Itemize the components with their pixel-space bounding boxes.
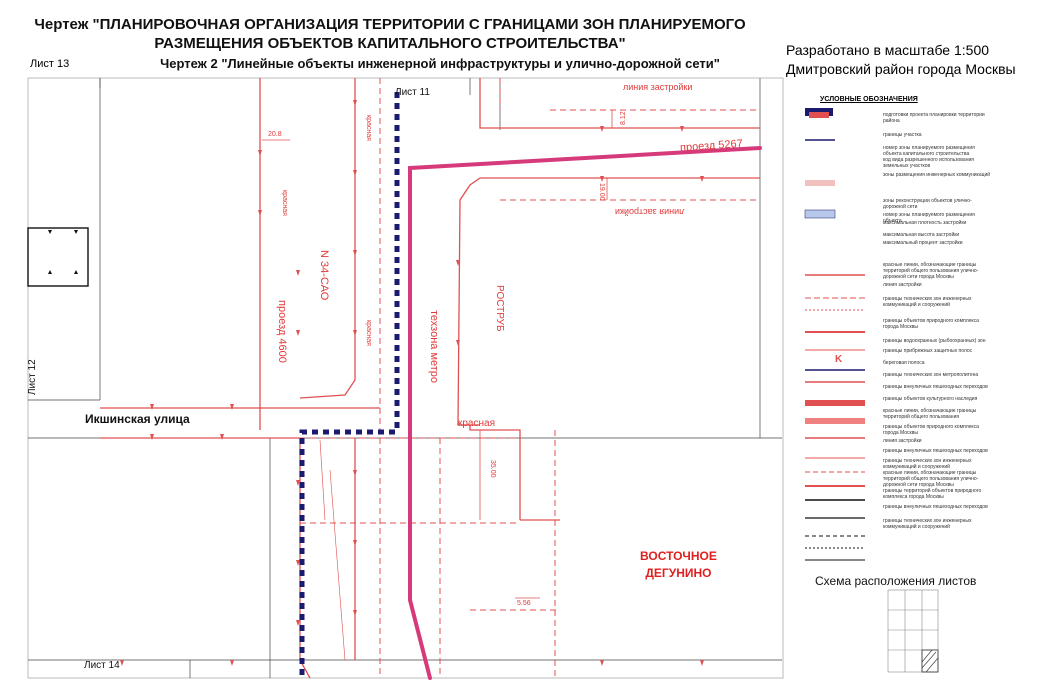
sheet-scheme-title: Схема расположения листов bbox=[815, 574, 977, 588]
label-red-line-big: красная bbox=[458, 418, 495, 429]
drawing-title-line2: РАЗМЕЩЕНИЯ ОБЪЕКТОВ КАПИТАЛЬНОГО СТРОИТЕ… bbox=[154, 35, 626, 52]
sheet-ref-bottom: Лист 14 bbox=[84, 660, 120, 671]
legend-item: зоны реконструкции объектов улично-дорож… bbox=[883, 198, 972, 210]
legend-item: максимальный процент застройки bbox=[883, 240, 963, 246]
road-axis-line bbox=[408, 146, 762, 680]
legend-item: границы территорий объектов природного к… bbox=[883, 488, 982, 500]
legend-title: УСЛОВНЫЕ ОБОЗНАЧЕНИЯ bbox=[820, 96, 918, 103]
red-line-ticks bbox=[120, 100, 704, 666]
district-note: Дмитровский район города Москвы bbox=[786, 61, 1016, 77]
legend-item: границы технических зон метрополитена bbox=[883, 372, 979, 378]
map-frame bbox=[27, 77, 784, 679]
legend-item: границы технических зон инженерных комму… bbox=[883, 296, 972, 308]
legend-item: максимальная высота застройки bbox=[883, 232, 960, 238]
legend-item: номер зоны планируемого размещения объек… bbox=[883, 212, 975, 224]
parcel-lines bbox=[28, 78, 782, 678]
legend-item: красные линии, обозначающие границы терр… bbox=[883, 262, 979, 280]
sheet-boundary-dotted bbox=[299, 92, 400, 678]
sheet-number: Лист 13 bbox=[30, 58, 70, 70]
dim-20-8: 20.8 bbox=[268, 131, 282, 138]
label-n34-sao: N 34-САО bbox=[318, 250, 330, 301]
legend-item: границы технических зон инженерных комму… bbox=[883, 518, 972, 530]
legend-item: границы внеуличных пешеходных переходов bbox=[883, 384, 988, 390]
legend-item: границы технических зон инженерных комму… bbox=[883, 458, 972, 470]
sheet-ref-top: Лист 11 bbox=[395, 87, 430, 98]
building-block bbox=[27, 227, 89, 287]
dim-8-12: 8.12 bbox=[620, 111, 627, 125]
legend-item: линия застройки bbox=[883, 282, 922, 288]
label-building-line-mid: линия застройки bbox=[615, 207, 685, 217]
legend-item: линия застройки bbox=[883, 438, 922, 444]
legend-item: границы объектов природного комплекса го… bbox=[883, 318, 979, 330]
label-red-line-2: красная bbox=[365, 115, 372, 141]
dim-35-00: 35.00 bbox=[489, 460, 496, 478]
legend-item: границы участка bbox=[883, 132, 922, 138]
legend-item: границы внеуличных пешеходных переходов bbox=[883, 448, 988, 454]
drawing-subtitle: Чертеж 2 "Линейные объекты инженерной ин… bbox=[160, 56, 720, 71]
legend-item: границы водоохранных (рыбоохранных) зон bbox=[883, 338, 986, 344]
dim-19-00: 19.00 bbox=[598, 183, 605, 201]
legend-item: границы прибрежных защитных полос bbox=[883, 348, 973, 354]
red-dashed-lines bbox=[300, 78, 760, 678]
legend-item: границы внеуличных пешеходных переходов bbox=[883, 504, 988, 510]
legend-symbols: K bbox=[804, 108, 865, 561]
street-name-ikshinskaya: Икшинская улица bbox=[85, 412, 190, 426]
technical-zone-lines bbox=[319, 439, 346, 661]
drawing-title-line1: Чертеж "ПЛАНИРОВОЧНАЯ ОРГАНИЗАЦИЯ ТЕРРИТ… bbox=[34, 16, 746, 33]
legend-item: границы объектов природного комплекса го… bbox=[883, 424, 979, 436]
legend-item: зоны размещения инженерных коммуникаций bbox=[883, 172, 991, 178]
label-tekhzona-metro: техзона метро bbox=[428, 310, 440, 384]
district-line2: ДЕГУНИНО bbox=[645, 566, 712, 580]
label-red-line-3: красная bbox=[365, 320, 372, 346]
dim-5-56: 5.56 bbox=[517, 600, 531, 607]
label-proezd-4600: проезд 4600 bbox=[276, 300, 288, 363]
legend-item: номер зоны планируемого размещения объек… bbox=[883, 145, 975, 157]
label-red-line-1: красная bbox=[281, 190, 288, 216]
legend-item: береговая полоса bbox=[883, 360, 925, 366]
legend-item: подготовки проекта планировки территории… bbox=[883, 112, 985, 124]
building-markers bbox=[48, 230, 78, 274]
legend-item: максимальная плотность застройки bbox=[883, 220, 967, 226]
district-line1: ВОСТОЧНОЕ bbox=[640, 549, 717, 563]
svg-text:K: K bbox=[835, 354, 843, 365]
red-lines bbox=[100, 78, 760, 679]
sheet-ref-left: Лист 12 bbox=[27, 359, 38, 395]
district-label: ВОСТОЧНОЕ ДЕГУНИНО bbox=[640, 548, 717, 582]
legend-item: код вида разрешенного использования земе… bbox=[883, 157, 974, 169]
legend-item: красные линии, обозначающие границы терр… bbox=[883, 408, 977, 420]
scale-note: Разработано в масштабе 1:500 bbox=[786, 42, 990, 58]
sheet-scheme-diagram bbox=[887, 589, 939, 673]
legend-item: границы объектов культурного наследия bbox=[883, 396, 978, 402]
label-building-line-top: линия застройки bbox=[623, 82, 693, 92]
label-rostrub: РОСТРУБ bbox=[494, 285, 505, 332]
legend-item: красные линии, обозначающие границы терр… bbox=[883, 470, 979, 488]
dimension-lines bbox=[262, 110, 613, 599]
